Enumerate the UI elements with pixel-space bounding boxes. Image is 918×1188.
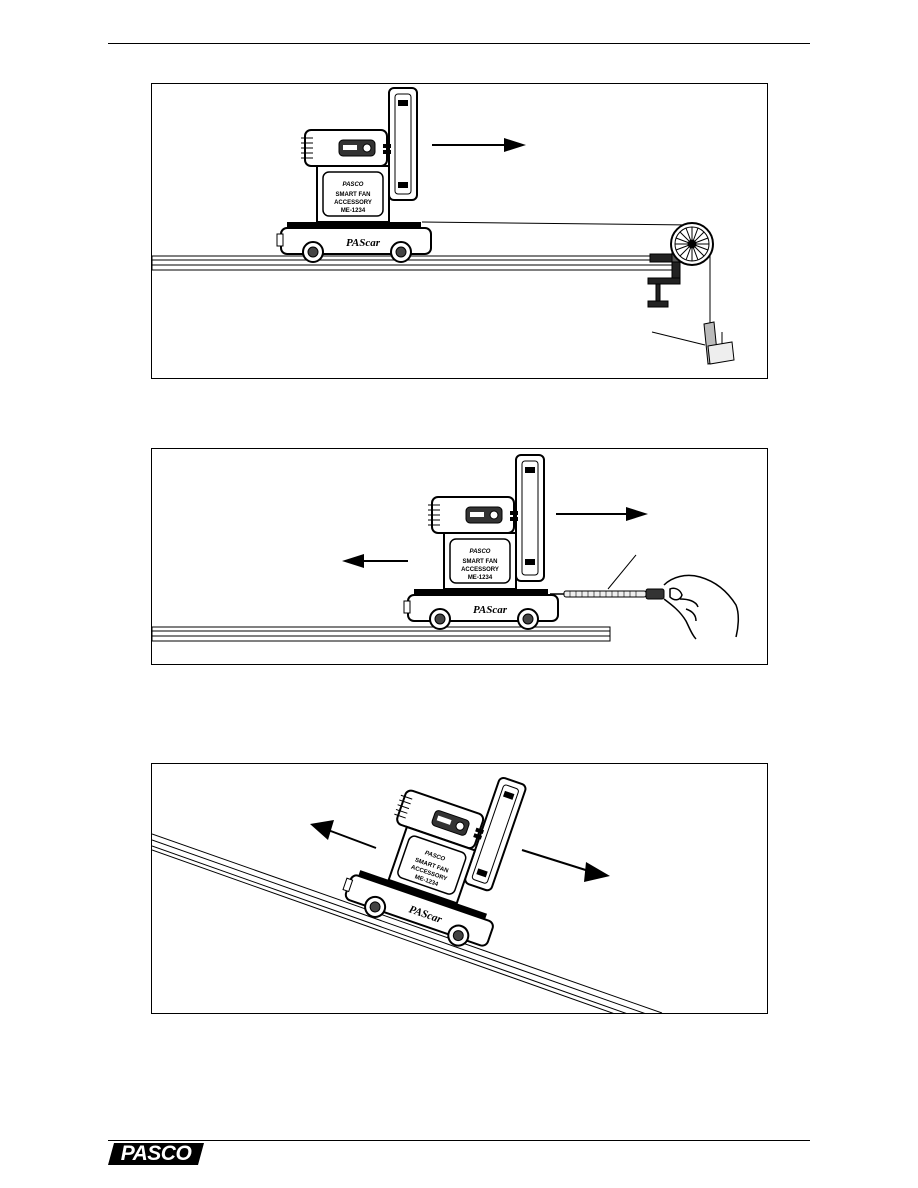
cart-brand: PAScar <box>473 604 508 616</box>
hanging-mass-icon <box>703 321 735 365</box>
cart-top-rail <box>287 222 421 230</box>
header-rule <box>108 43 810 44</box>
cart-line2: ACCESSORY <box>461 567 499 573</box>
cart-line3: ME-1234 <box>468 575 493 581</box>
cart-brand: PAScar <box>346 237 381 249</box>
figure-pulley-setup: PASCO SMART FAN ACCESSORY ME-1234 PAScar <box>151 83 768 379</box>
track <box>152 255 673 271</box>
wheel-icon <box>302 241 412 263</box>
cart-line1: SMART FAN <box>463 559 498 565</box>
cart-badge: PASCO <box>470 549 491 555</box>
cart-line1: SMART FAN <box>336 192 371 198</box>
figure-force-sensor-setup: PASCO SMART FAN ACCESSORY ME-1234 PAScar <box>151 448 768 665</box>
wheel-icon <box>429 608 539 630</box>
cart-line3: ME-1234 <box>341 208 366 214</box>
fan-cart: PASCO SMART FAN ACCESSORY ME-1234 PAScar <box>276 87 432 263</box>
inclined-track <box>152 833 663 1013</box>
cart-badge: PASCO <box>343 182 364 188</box>
pasco-logo-text: PASCO <box>120 1142 192 1165</box>
footer-rule <box>108 1140 810 1141</box>
arrow-up-left-icon <box>310 820 377 849</box>
arrow-left-icon <box>342 554 408 568</box>
pasco-logo: PASCO <box>108 1143 204 1165</box>
cart-line2: ACCESSORY <box>334 200 372 206</box>
fan-cart: PASCO SMART FAN ACCESSORY ME-1234 PAScar <box>403 454 559 630</box>
track <box>152 626 611 642</box>
fan-cart: PASCO SMART FAN ACCESSORY ME-1234 PAScar <box>342 776 527 947</box>
arrow-down-right-icon <box>521 849 610 882</box>
hand-icon <box>663 574 740 640</box>
arrow-right-icon <box>432 138 526 152</box>
pulley-icon <box>670 222 714 266</box>
string <box>421 221 693 226</box>
spring-scale-icon <box>550 588 665 600</box>
callout-line <box>651 331 706 346</box>
figure-incline-setup: PASCO SMART FAN ACCESSORY ME-1234 PAScar <box>151 763 768 1014</box>
wheel-icon <box>364 895 470 947</box>
arrow-right-icon <box>556 507 648 521</box>
callout-line <box>607 554 637 590</box>
